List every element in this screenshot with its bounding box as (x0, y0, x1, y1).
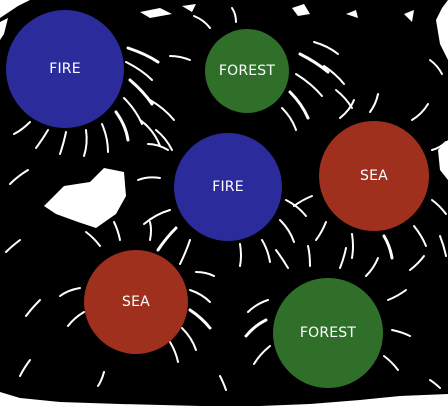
forest-token[interactable]: FOREST (205, 29, 289, 113)
sea-token[interactable]: SEA (319, 121, 429, 231)
sea-token[interactable]: SEA (84, 250, 188, 354)
token-label: FOREST (299, 325, 357, 341)
token-label: SEA (122, 294, 150, 310)
forest-token[interactable]: FOREST (273, 278, 383, 388)
token-label: FOREST (218, 63, 276, 79)
token-label: FIRE (212, 179, 244, 195)
token-label: FIRE (49, 61, 81, 77)
fire-token[interactable]: FIRE (174, 133, 282, 241)
fire-token[interactable]: FIRE (6, 10, 124, 128)
token-label: SEA (360, 168, 388, 184)
